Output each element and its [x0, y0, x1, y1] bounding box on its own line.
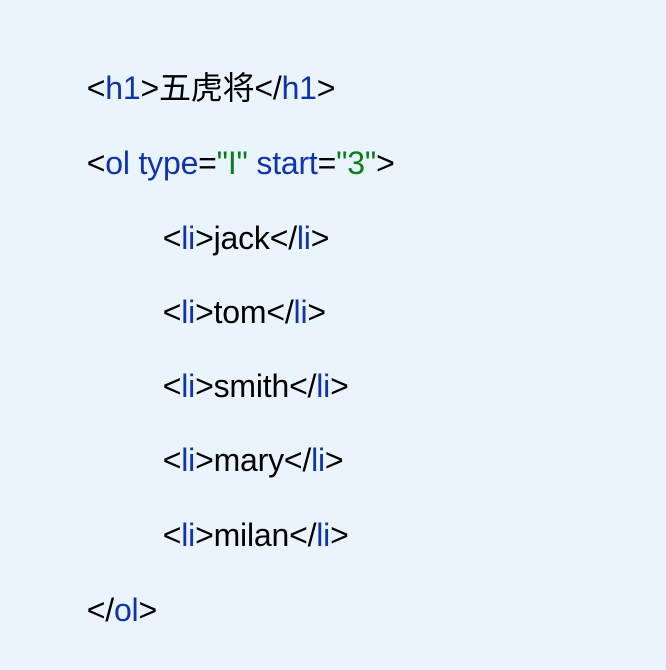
code-token: h1 — [281, 70, 317, 106]
code-token: 五虎将 — [158, 70, 255, 106]
code-token: "I" — [216, 145, 248, 181]
code-token: li — [181, 294, 196, 330]
code-token: > — [310, 220, 330, 256]
code-token: < — [162, 368, 182, 404]
code-token: > — [195, 294, 214, 330]
code-token: </ — [283, 442, 312, 478]
code-token: > — [316, 70, 336, 106]
code-token: start — [256, 145, 318, 181]
code-token: li — [181, 220, 196, 256]
code-token: > — [330, 368, 349, 404]
code-token: = — [317, 145, 337, 181]
code-token: li — [316, 368, 331, 404]
code-token: > — [307, 294, 326, 330]
code-token: li — [316, 517, 331, 553]
code-line-ol-open: <ol type="I" start="3"> — [52, 103, 395, 181]
code-token: ol — [105, 145, 130, 181]
code-token: > — [324, 442, 344, 478]
code-token: "3" — [336, 145, 377, 181]
code-token: </ — [86, 592, 114, 628]
code-token: ol — [113, 592, 139, 628]
code-token: = — [198, 145, 217, 181]
code-line-ol-close: </ol> — [52, 550, 157, 628]
code-token: > — [140, 70, 159, 106]
code-token: smith — [213, 368, 290, 404]
code-token: type — [138, 145, 199, 181]
code-token: < — [162, 294, 182, 330]
code-token: jack — [213, 220, 270, 256]
html-code-document: <h1>五虎将</h1> <ol type="I" start="3"> <li… — [52, 28, 395, 628]
code-line-h1: <h1>五虎将</h1> — [52, 28, 336, 106]
code-token: > — [376, 145, 395, 181]
code-token: </ — [254, 70, 282, 106]
code-line-li-jack: <li>jack</li> — [128, 178, 330, 256]
code-line-li-mary: <li>mary</li> — [128, 400, 344, 478]
code-token: < — [162, 442, 182, 478]
code-token: li — [293, 294, 308, 330]
code-token: </ — [289, 368, 317, 404]
code-token: > — [330, 517, 349, 553]
code-token: < — [86, 70, 106, 106]
code-token: > — [195, 517, 214, 553]
code-token: > — [195, 442, 214, 478]
code-token: > — [138, 592, 157, 628]
code-line-li-smith: <li>smith</li> — [128, 326, 349, 404]
code-token: li — [181, 368, 196, 404]
code-token: mary — [213, 442, 285, 478]
code-token: tom — [213, 294, 267, 330]
code-token: < — [162, 517, 182, 553]
code-token: > — [195, 220, 214, 256]
code-line-li-tom: <li>tom</li> — [128, 252, 326, 330]
code-token: </ — [266, 294, 294, 330]
code-token: </ — [269, 220, 297, 256]
code-token: > — [195, 368, 214, 404]
code-token: milan — [213, 517, 290, 553]
code-token: h1 — [105, 70, 141, 106]
code-line-li-milan: <li>milan</li> — [128, 475, 349, 553]
code-token: </ — [289, 517, 317, 553]
code-token: < — [86, 145, 106, 181]
code-token: < — [162, 220, 182, 256]
code-token: li — [181, 442, 196, 478]
code-token: li — [311, 442, 325, 478]
code-token: li — [181, 517, 196, 553]
code-token: li — [296, 220, 311, 256]
